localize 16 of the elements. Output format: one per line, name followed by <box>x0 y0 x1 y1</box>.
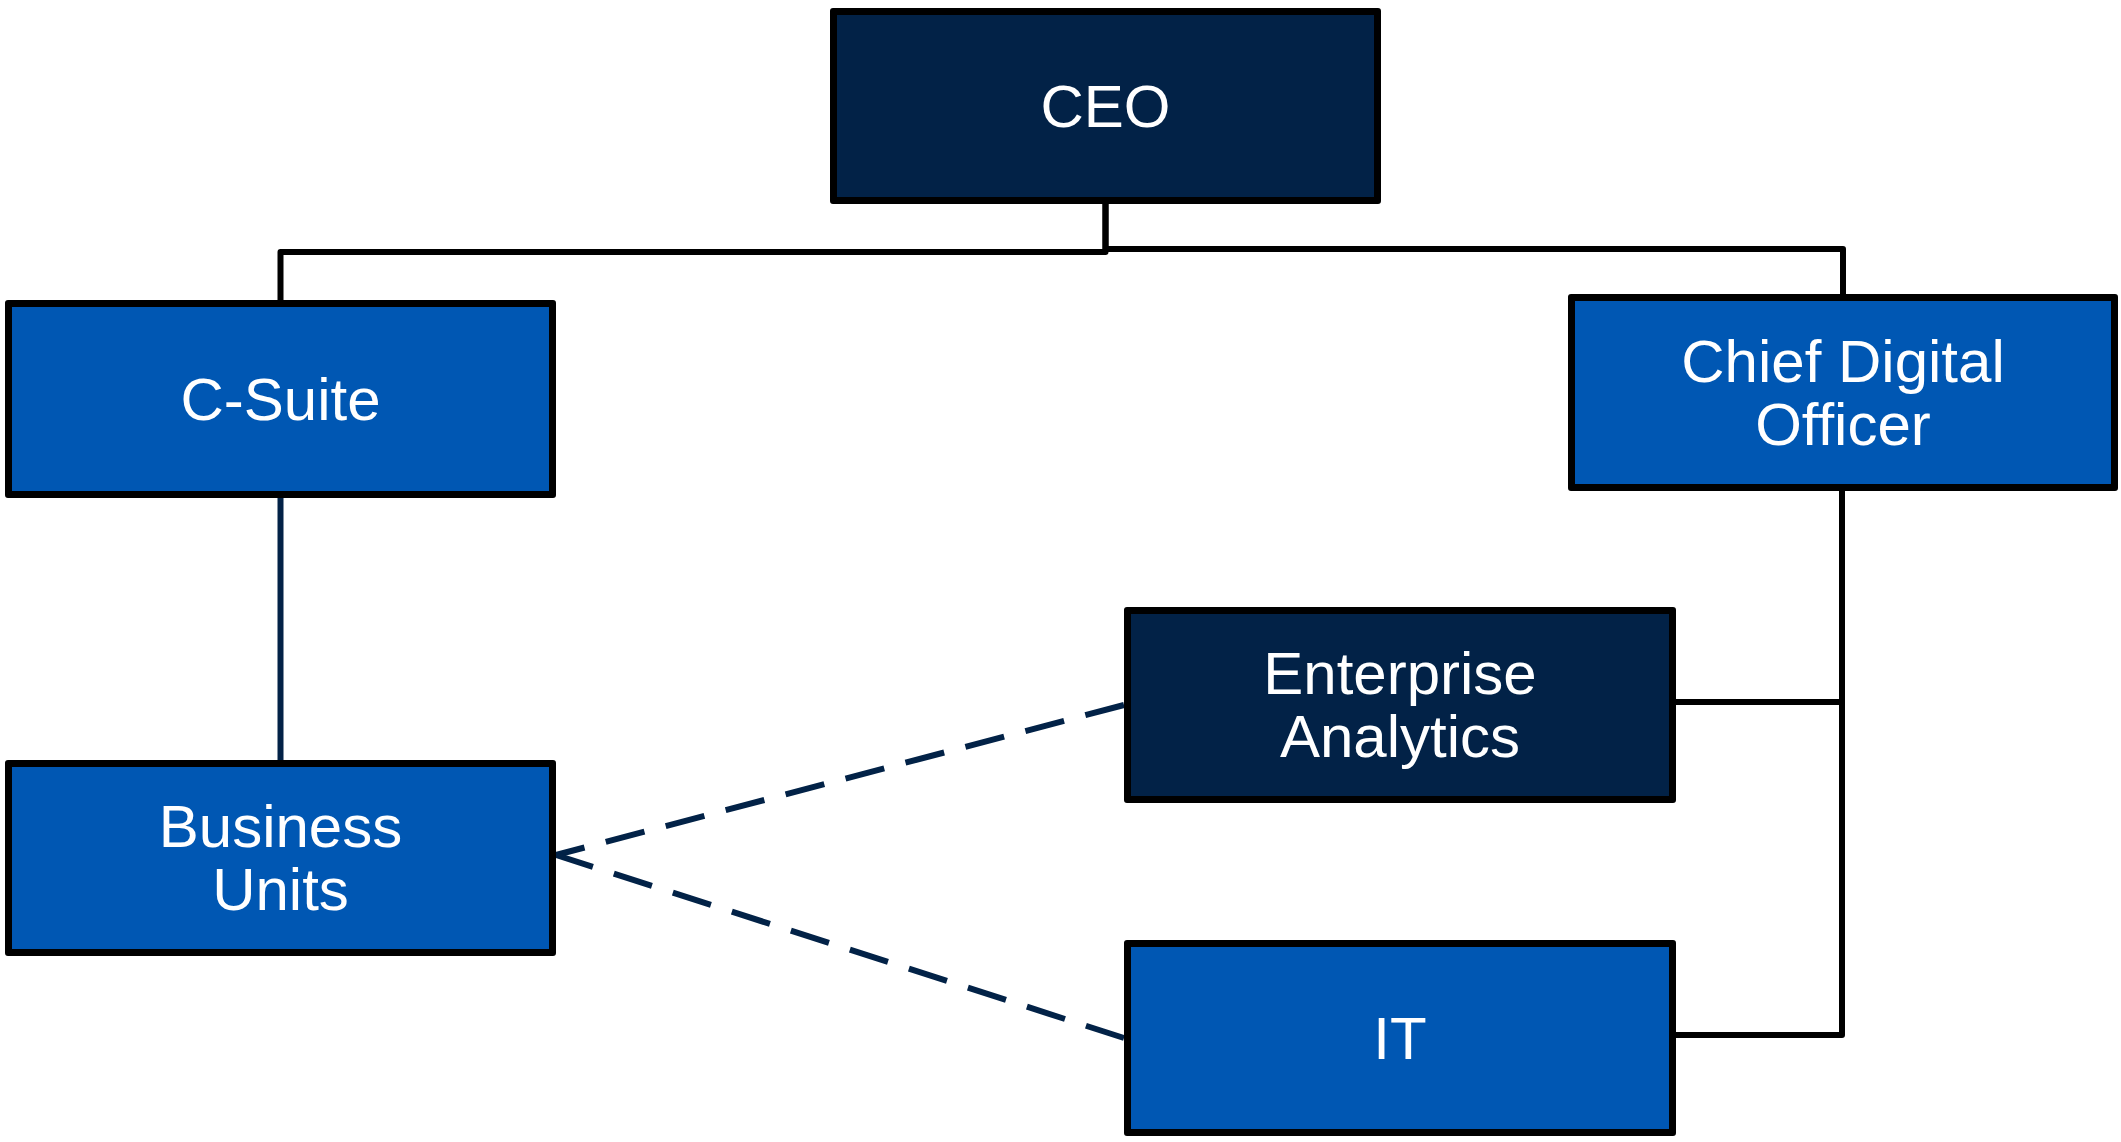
dashed-connector <box>555 702 1125 858</box>
connector-line <box>1102 204 1846 294</box>
box-label: Enterprise Analytics <box>1262 642 1538 768</box>
org-box <box>1124 940 1676 1136</box>
box-label: IT <box>1373 1006 1427 1070</box>
org-box <box>830 8 1381 204</box>
box-label: CEO <box>1040 74 1171 138</box>
org-box <box>5 760 556 956</box>
connector-line <box>277 498 284 760</box>
org-box <box>5 300 556 498</box>
org-box <box>1568 294 2118 491</box>
box-label: C-Suite <box>180 367 381 431</box>
dashed-connector <box>555 852 1125 1041</box>
box-label: Business Units <box>157 795 404 921</box>
org-box <box>1124 607 1676 803</box>
box-label: Chief Digital Officer <box>1680 329 2006 456</box>
